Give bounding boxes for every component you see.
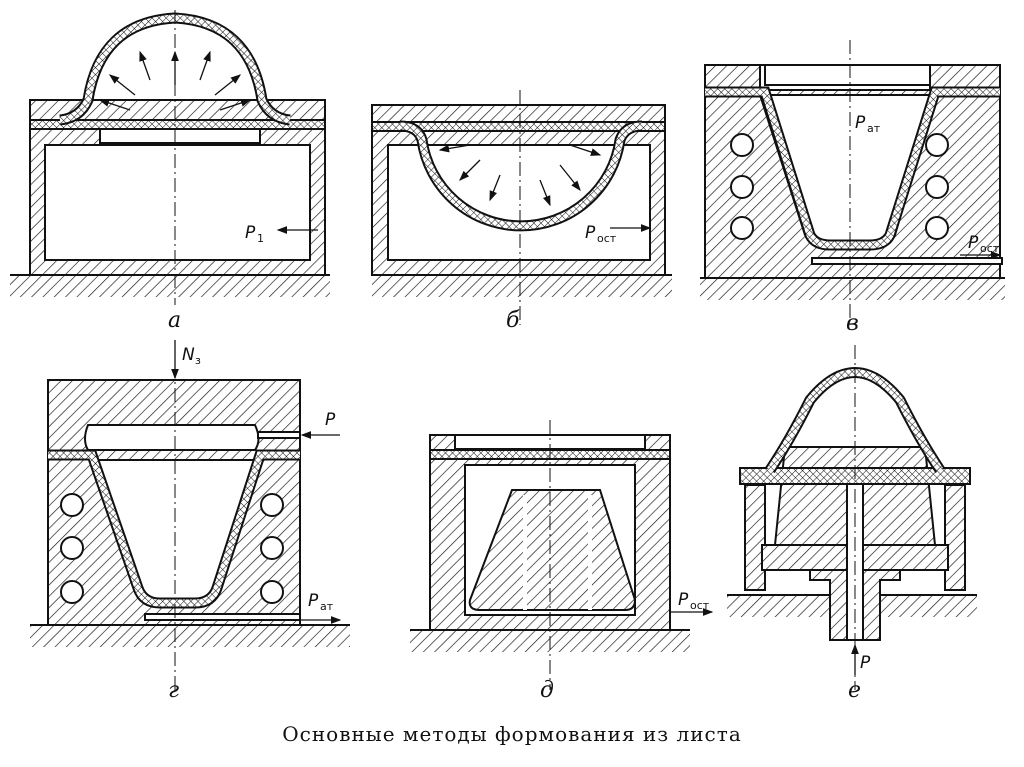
figure-caption: Основные методы формования из листа <box>282 722 742 746</box>
pressure2-label: P <box>968 233 979 253</box>
figure-g: N з P P ат г <box>30 340 350 703</box>
figure-e: P е <box>727 345 977 703</box>
figure-label: б <box>506 308 520 333</box>
pressure-label: P <box>678 590 689 610</box>
pressure2-sub: ост <box>980 242 1000 255</box>
figure-label: е <box>848 678 861 703</box>
pressure2-sub: ат <box>320 600 334 613</box>
figure-a: P 1 а <box>10 10 330 333</box>
pressure-sub: ат <box>867 122 881 135</box>
pressure-label: P <box>860 653 871 673</box>
force-sub: з <box>195 354 201 367</box>
pressure-label: P <box>245 223 256 243</box>
figure-v: P ат P ост в <box>700 40 1005 336</box>
pressure-sub: ост <box>597 232 617 245</box>
pressure-sub: ост <box>690 599 710 612</box>
figure-b: P ост б <box>371 90 672 333</box>
figure-label: г <box>168 678 179 703</box>
figure-label: в <box>846 311 859 336</box>
figure-label: а <box>168 308 181 333</box>
pressure-sub: 1 <box>257 232 264 245</box>
figure-d: P ост д <box>410 420 714 703</box>
pressure-label: P <box>325 410 336 430</box>
pressure-label: P <box>585 223 596 243</box>
figure-label: д <box>540 678 554 703</box>
force-label: N <box>182 345 195 365</box>
pressure-label: P <box>855 113 866 133</box>
pressure2-label: P <box>308 591 319 611</box>
